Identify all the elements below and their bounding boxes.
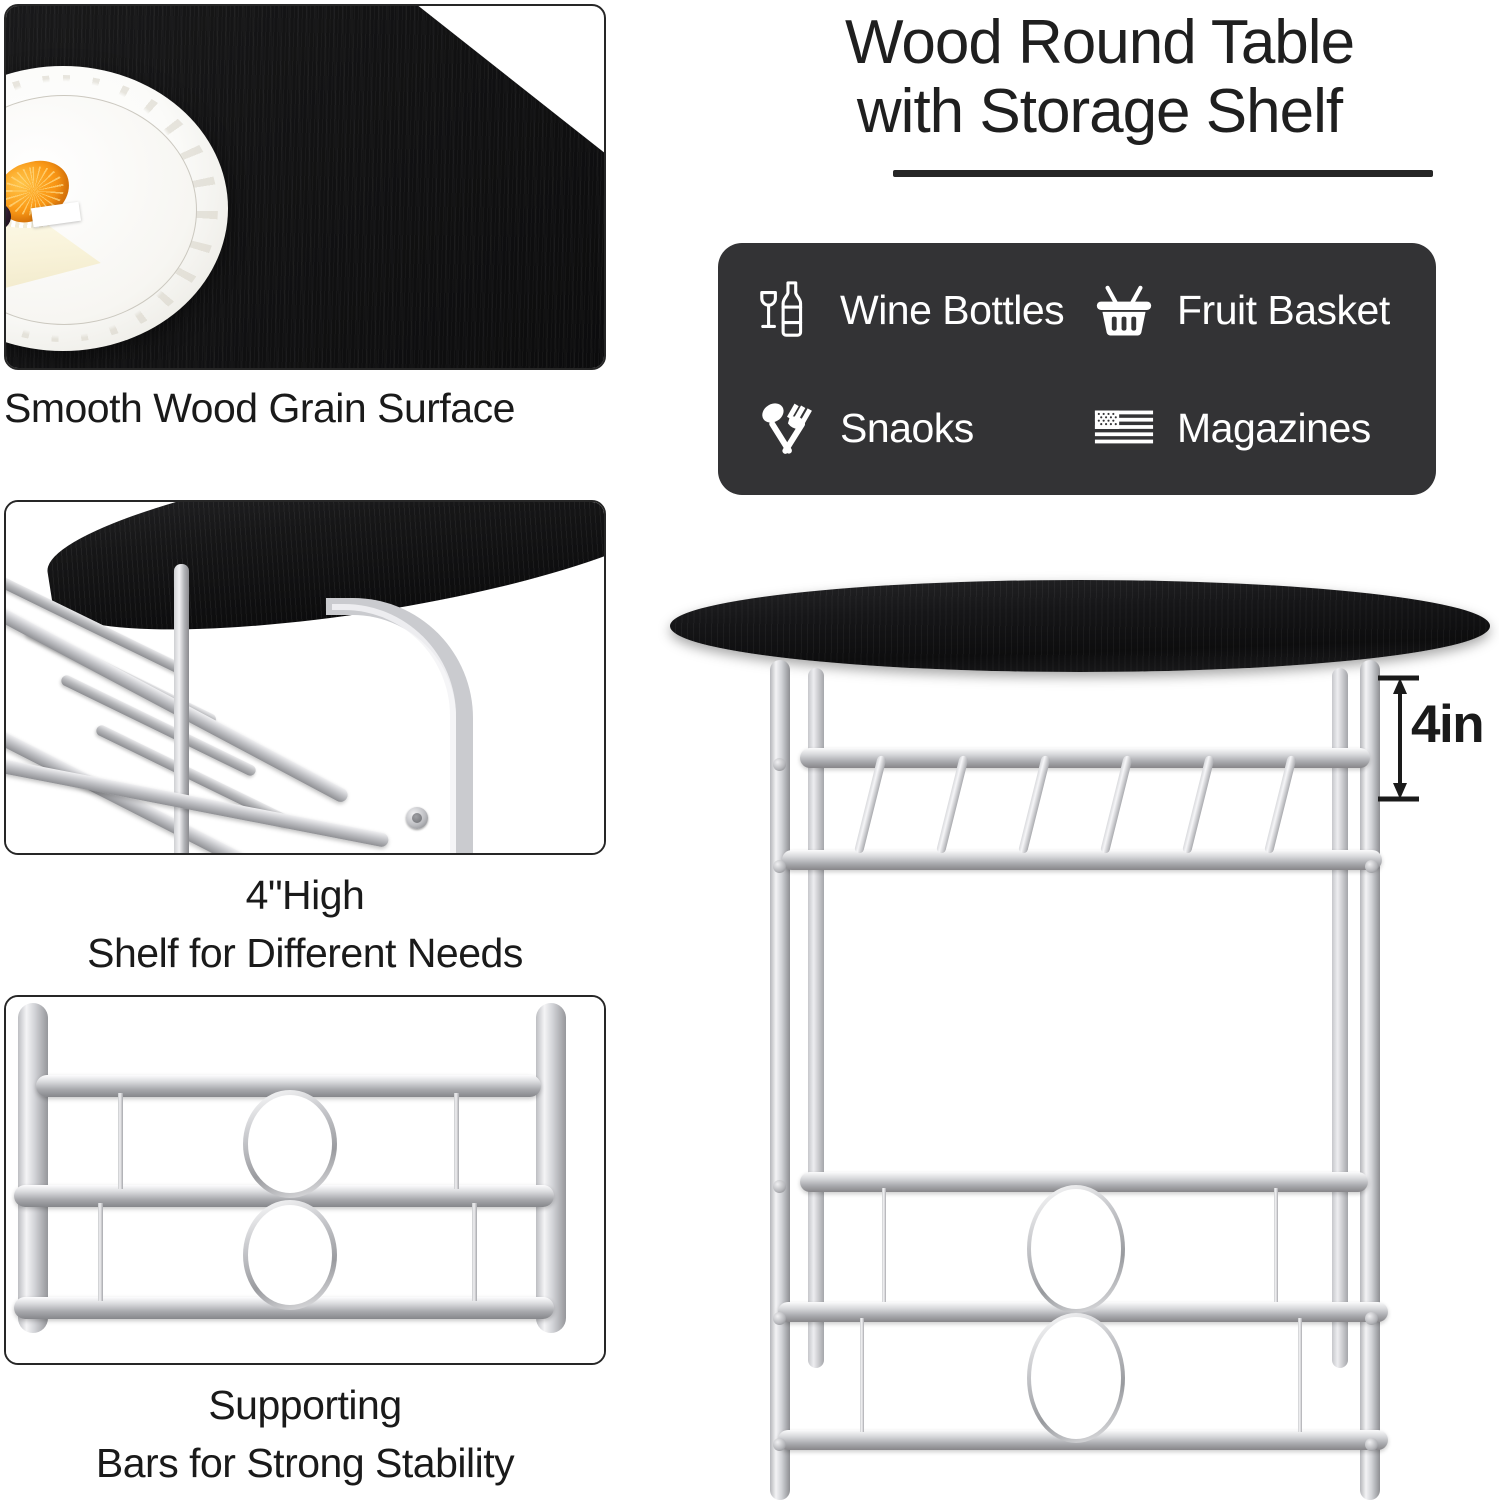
feature-item-snacks: Snaoks — [740, 395, 1077, 461]
shelf-slat — [1263, 754, 1297, 855]
decorative-ring — [243, 1090, 337, 1198]
shelf-slat — [1181, 754, 1215, 855]
divider-rod — [98, 1203, 103, 1301]
spoon-fork-icon — [754, 395, 820, 461]
right-vertical-leg — [536, 1003, 566, 1333]
page-title-line-1: Wood Round Table — [844, 8, 1355, 77]
shopping-basket-icon — [1091, 277, 1157, 343]
feature-label: Fruit Basket — [1177, 286, 1390, 333]
dimension-annotation-4in: 4in — [1365, 672, 1499, 812]
shelf-rail-lower — [782, 850, 1382, 870]
shelf-slat — [853, 754, 887, 855]
title-underline — [893, 170, 1433, 177]
caption-shelf-height-line1: 4"High — [245, 872, 365, 918]
caption-supporting-bars-line1: Supporting — [208, 1382, 402, 1428]
page-title-line-2: with Storage Shelf — [856, 77, 1343, 147]
divider-rod — [118, 1093, 123, 1189]
dimension-label: 4in — [1411, 695, 1485, 754]
dimension-arrow-icon — [1378, 675, 1419, 802]
product-leg-front-left — [770, 660, 790, 1500]
shelf-closeup-photo — [6, 502, 604, 853]
berry-topping — [6, 203, 11, 230]
support-bar-top — [800, 1172, 1368, 1192]
shelf-slat — [1099, 754, 1133, 855]
panel-shelf-height — [4, 500, 606, 855]
us-flag-icon — [1091, 395, 1157, 461]
assembly-screw — [773, 1180, 786, 1193]
support-bar-middle — [778, 1302, 1388, 1322]
decorative-ring — [1027, 1313, 1125, 1443]
shelf-support-leg — [174, 564, 189, 853]
decorative-ring — [243, 1200, 337, 1310]
panel-wood-surface — [4, 4, 606, 370]
divider-rod — [882, 1188, 886, 1302]
decorative-ring — [1027, 1185, 1125, 1313]
support-bar-bottom — [14, 1297, 554, 1319]
feature-item-wine-bottles: Wine Bottles — [740, 277, 1077, 343]
feature-label: Wine Bottles — [840, 286, 1065, 333]
left-vertical-leg — [18, 1003, 48, 1333]
shelf-slat — [1017, 754, 1051, 855]
caption-supporting-bars-line2: Bars for Strong Stability — [95, 1440, 515, 1486]
page-title: Wood Round Table with Storage Shelf — [700, 8, 1499, 147]
assembly-screw — [1365, 860, 1378, 873]
divider-rod — [1274, 1188, 1278, 1302]
assembly-screw — [1365, 1312, 1378, 1325]
support-bar-middle — [14, 1185, 554, 1207]
feature-item-fruit-basket: Fruit Basket — [1077, 277, 1414, 343]
wine-bottle-glass-icon — [754, 277, 820, 343]
assembly-screw — [773, 860, 786, 873]
assembly-screw — [773, 758, 786, 771]
assembly-screw — [1365, 1438, 1378, 1451]
shelf-rail-upper — [800, 748, 1370, 768]
feature-label: Magazines — [1177, 404, 1371, 451]
product-tabletop — [670, 580, 1490, 672]
feature-list-box: Wine Bottles Fruit Basket — [718, 243, 1436, 495]
divider-rod — [454, 1093, 459, 1189]
assembly-screw — [773, 1312, 786, 1325]
support-bars-photo — [6, 997, 604, 1363]
feature-label: Snaoks — [840, 404, 974, 451]
product-leg-back-left — [808, 668, 824, 1368]
shelf-slat — [935, 754, 969, 855]
assembly-screw — [406, 807, 428, 829]
caption-shelf-height-line2: Shelf for Different Needs — [87, 930, 523, 976]
divider-rod — [860, 1318, 864, 1432]
support-bar-top — [36, 1075, 541, 1097]
panel-supporting-bars — [4, 995, 606, 1365]
support-bar-bottom — [778, 1430, 1388, 1450]
divider-rod — [472, 1203, 477, 1301]
main-product-image — [660, 560, 1499, 1500]
assembly-screw — [773, 1438, 786, 1451]
product-leg-back-right — [1332, 668, 1348, 1368]
caption-wood-surface: Smooth Wood Grain Surface — [4, 385, 515, 431]
feature-item-magazines: Magazines — [1077, 395, 1414, 461]
divider-rod — [1298, 1318, 1302, 1432]
